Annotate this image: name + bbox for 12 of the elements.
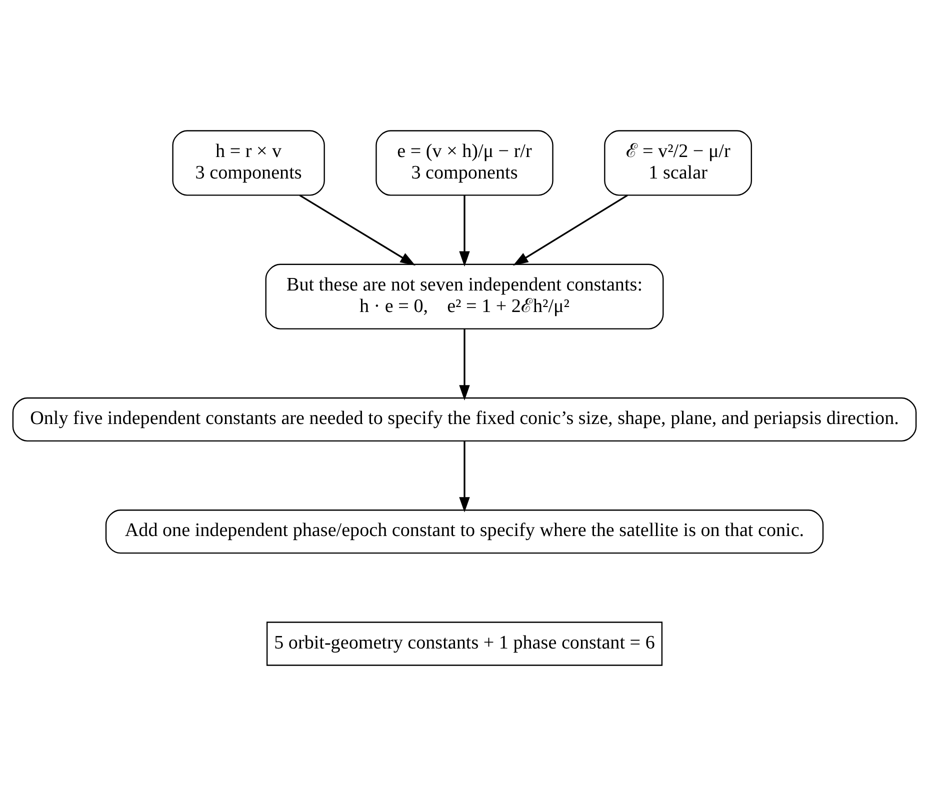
arrow	[299, 194, 416, 266]
node-box: e = (v × h)/μ − r/r 3 components	[376, 130, 554, 196]
arrow	[459, 328, 470, 400]
node-box: Only five independent constants are needed to specify the fixed conic’s size, shape, plane, and periapsis direction.	[12, 397, 917, 442]
node-box: 5 orbit-geometry constants + 1 phase constant = 6	[266, 622, 663, 666]
node-box: But these are not seven independent constants: h · e = 0, e² = 1 + 2ℰh²/μ²	[265, 264, 664, 330]
node-box: h = r × v 3 components	[172, 130, 325, 196]
node-box: ℰ = v²/2 − μ/r 1 scalar	[604, 130, 752, 196]
arrow	[459, 441, 470, 512]
arrow	[459, 195, 470, 267]
node-box: Add one independent phase/epoch constant to specify where the satellite is on that conic.	[105, 510, 824, 554]
arrow	[512, 194, 628, 266]
